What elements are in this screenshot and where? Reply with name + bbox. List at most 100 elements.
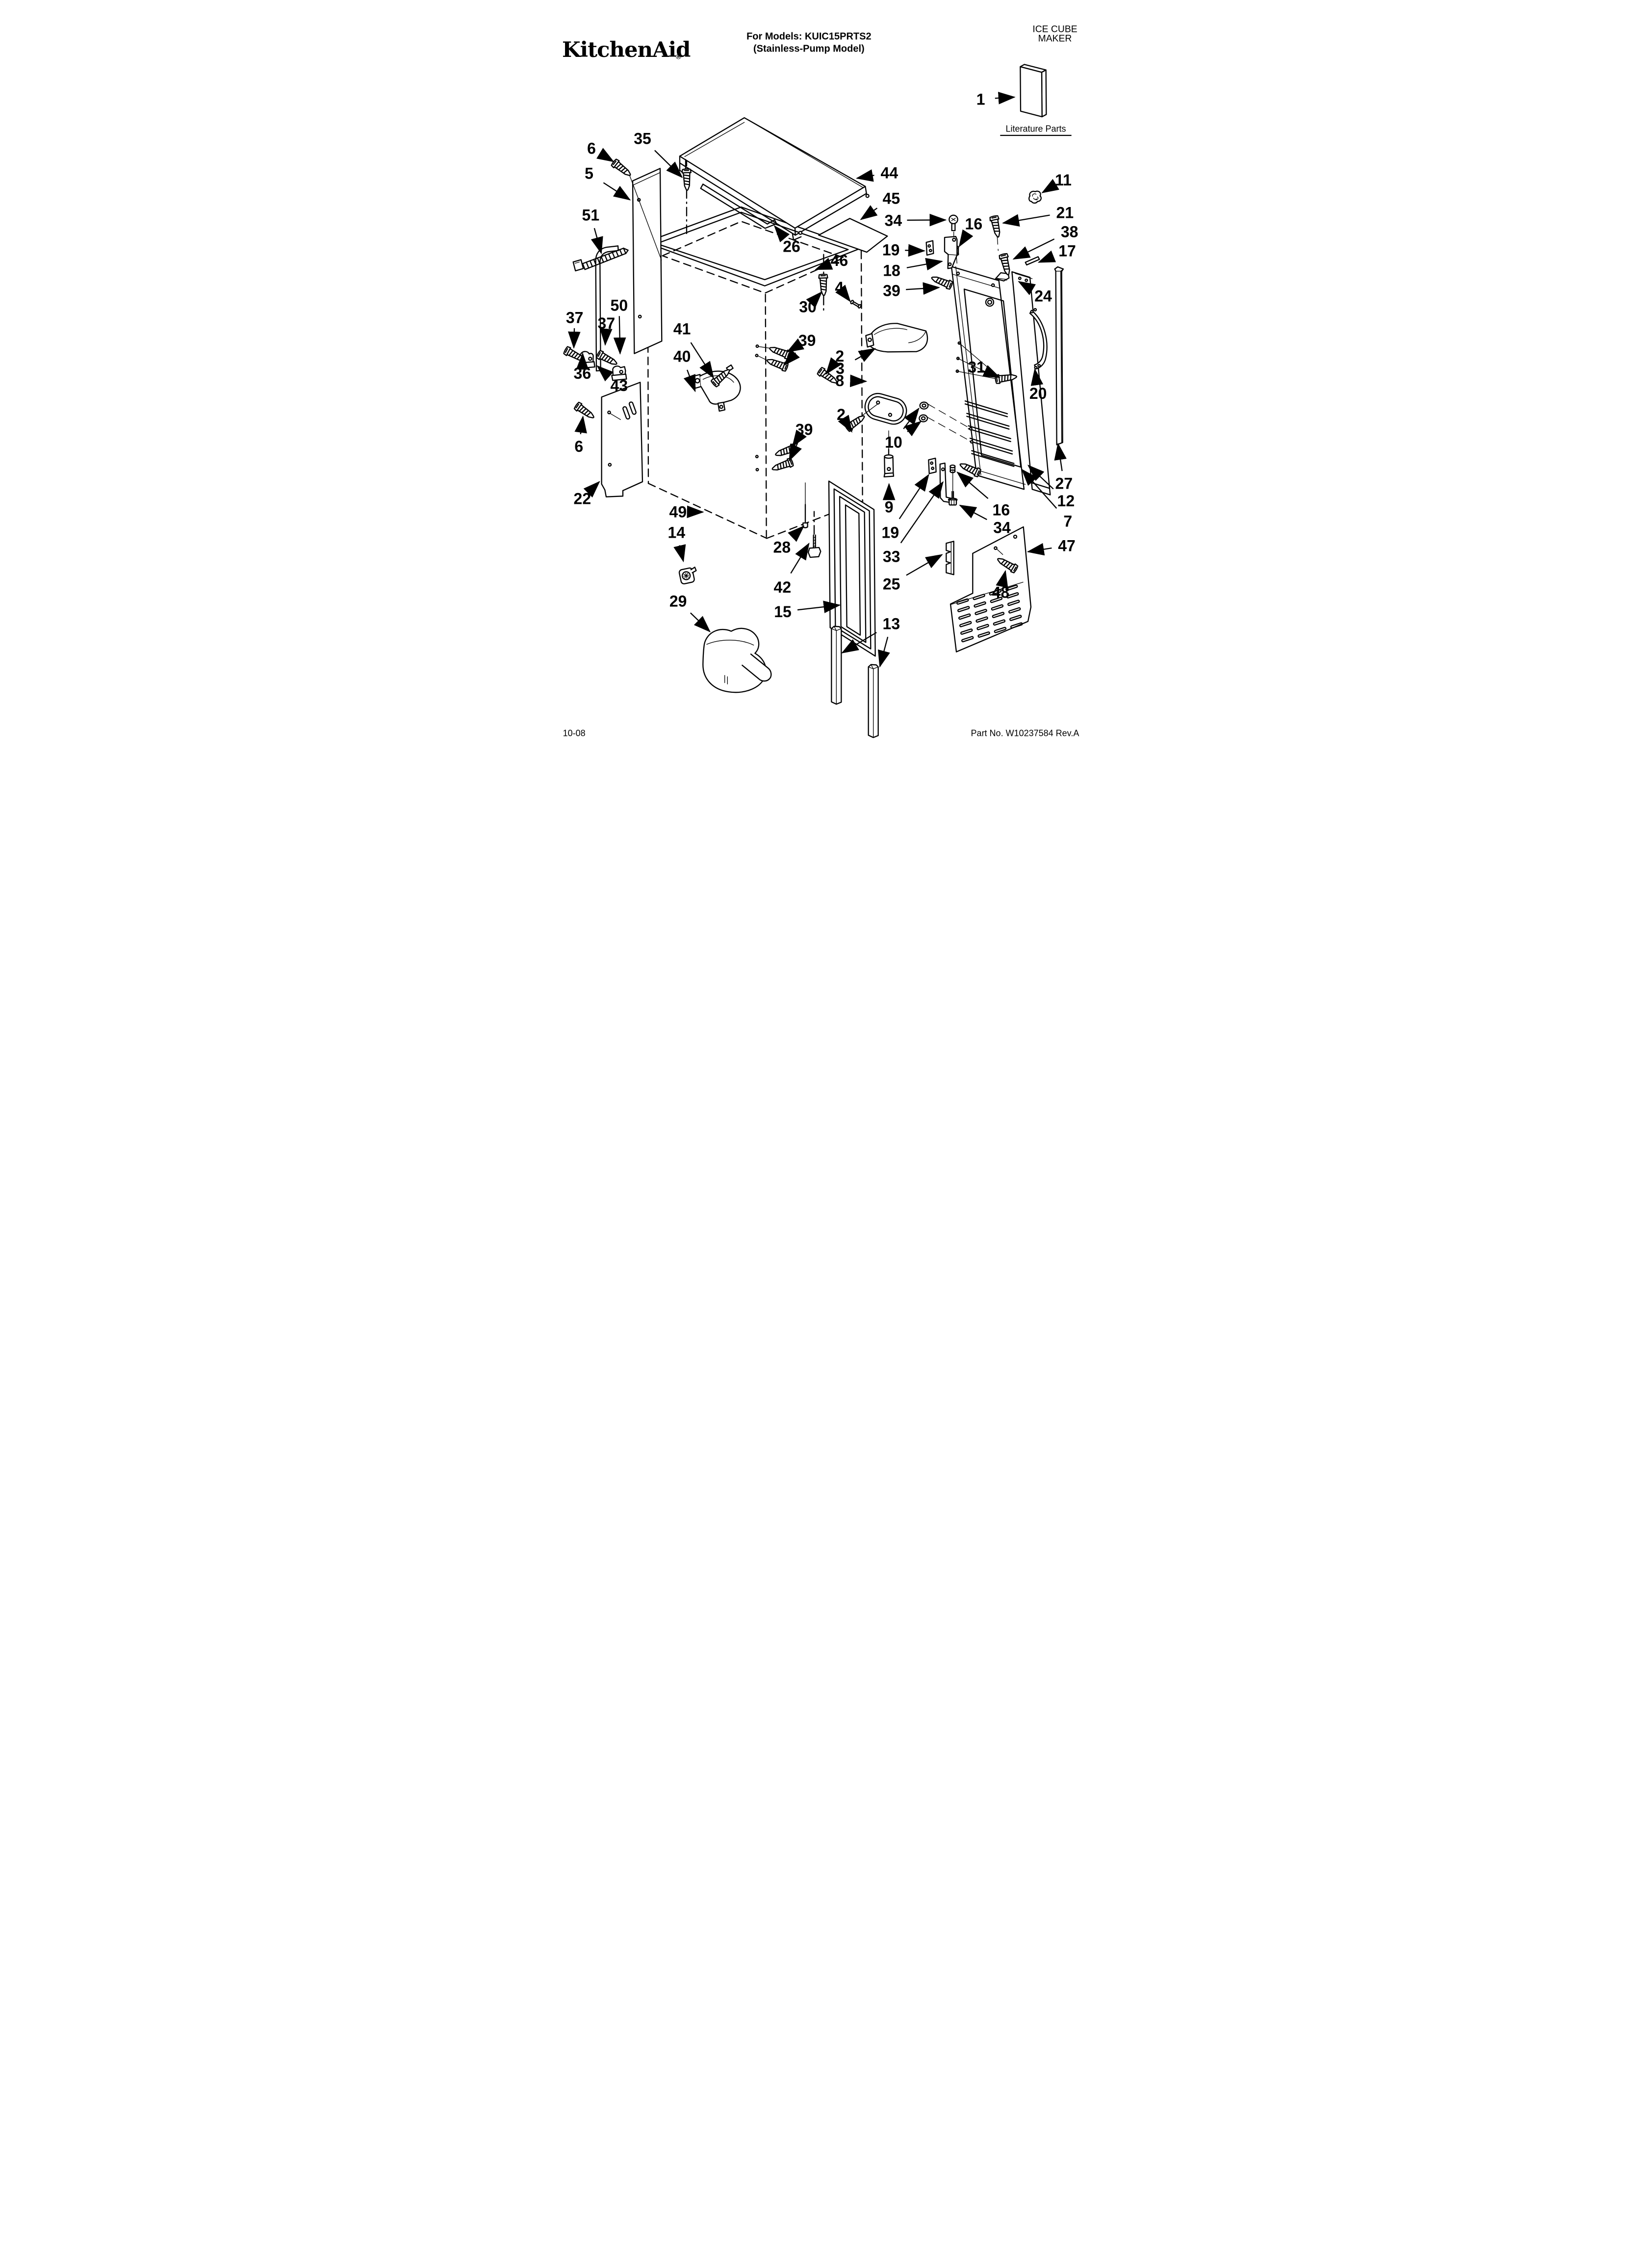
callout-arrow	[854, 348, 876, 362]
louver-slot	[975, 609, 987, 615]
text-layer: KitchenAid ® For Models: KUIC15PRTS2 (St…	[562, 24, 1079, 738]
callout-6: 6	[587, 139, 615, 162]
callout-11: 11	[1041, 171, 1072, 193]
callout-arrow	[849, 374, 868, 388]
top-cover	[679, 117, 870, 241]
retainer-clip-25	[946, 541, 954, 575]
grommets	[919, 401, 972, 442]
louver-slot	[993, 619, 1006, 626]
callout-number: 27	[1055, 474, 1073, 492]
louver-slot	[990, 597, 1003, 603]
callout-39: 39	[883, 282, 940, 299]
callout-number: 37	[598, 314, 616, 332]
callout-number: 16	[965, 215, 983, 233]
louver-slot	[1008, 607, 1021, 614]
callout-48: 48	[992, 570, 1009, 601]
callout-arrow	[982, 365, 1001, 378]
product-name-line2: MAKER	[1038, 34, 1072, 44]
callout-28: 28	[773, 525, 805, 556]
callout-arrow	[1041, 179, 1059, 193]
callout-5: 5	[585, 165, 631, 201]
footer-date-code: 10-08	[563, 729, 586, 738]
callout-number: 6	[587, 139, 596, 157]
louver-slot	[1007, 600, 1020, 606]
screw	[818, 273, 829, 297]
louver-slot	[1006, 592, 1019, 599]
callout-number: 51	[582, 206, 600, 224]
screw	[681, 168, 693, 191]
tie-rib	[619, 249, 623, 256]
door-slat	[966, 416, 1010, 430]
callout-45: 45	[860, 189, 900, 220]
louver-slot	[956, 598, 969, 605]
tie-rib	[600, 256, 604, 263]
callout-number: 4	[835, 279, 844, 296]
left-rear-panel	[629, 168, 663, 354]
louver-slot	[974, 601, 986, 608]
callout-number: 24	[1034, 287, 1052, 305]
access-panel	[601, 382, 643, 497]
callout-25: 25	[883, 554, 943, 593]
screw	[844, 412, 868, 433]
oval-cover	[864, 392, 907, 425]
callout-arrow	[905, 244, 925, 257]
callout-36: 36	[574, 352, 591, 382]
callout-number: 46	[831, 252, 848, 269]
callout-arrow	[878, 636, 890, 668]
callout-number: 22	[574, 490, 591, 508]
callout-26: 26	[773, 225, 800, 255]
callout-arrow	[996, 570, 1008, 588]
louver-slot	[989, 589, 1002, 596]
callout-1: 1	[976, 90, 1016, 108]
callout-number: 3	[836, 360, 845, 377]
callout-49: 49	[669, 503, 704, 521]
callout-arrow	[1026, 543, 1052, 556]
spacer-16-bottom	[949, 464, 956, 473]
callout-number: 18	[883, 262, 900, 280]
callout-number: 44	[881, 164, 898, 182]
callout-24: 24	[1018, 281, 1052, 305]
callout-37: 37	[598, 314, 616, 346]
callout-arrow	[906, 282, 940, 295]
shim-strip-17	[1025, 256, 1040, 266]
hinge-pin	[850, 300, 862, 309]
callout-arrow	[788, 525, 805, 542]
callout-2: 2	[837, 406, 852, 433]
callout-number: 47	[1058, 537, 1076, 555]
callout-number: 39	[798, 332, 816, 349]
door-slat	[969, 441, 1013, 455]
callout-arrow	[906, 258, 943, 271]
louver-slot	[994, 626, 1007, 633]
callout-12: 12	[1027, 465, 1075, 510]
callout-number: 39	[795, 420, 813, 438]
callout-arrow	[841, 632, 877, 653]
line-art	[562, 64, 1064, 738]
leveling-hardware	[802, 482, 821, 558]
evaporator-plate	[818, 218, 888, 253]
callout-number: 19	[882, 241, 900, 259]
latch-wedge-24	[995, 272, 1010, 282]
side-trim-strip	[1054, 266, 1064, 445]
top-hinge-hardware	[925, 190, 1042, 282]
callout-arrow	[590, 228, 603, 255]
hinge-bracket-18	[944, 235, 958, 269]
callout-arrow	[790, 543, 810, 574]
callout-number: 15	[774, 603, 792, 621]
callout-arrow	[1002, 214, 1050, 227]
callout-3: 3	[836, 348, 876, 377]
door-slat	[969, 438, 1013, 452]
callout-19: 19	[882, 474, 929, 542]
callout-number: 50	[611, 297, 628, 314]
callout-30: 30	[799, 291, 822, 316]
callout-number: 2	[835, 347, 844, 365]
callout-9: 9	[882, 483, 896, 516]
callout-4: 4	[835, 279, 851, 302]
louver-slot	[958, 613, 971, 620]
callout-arrow	[898, 474, 929, 520]
callout-arrow	[596, 148, 615, 162]
callout-14: 14	[668, 523, 686, 563]
louver-slot	[1005, 584, 1018, 591]
screw	[770, 457, 795, 474]
